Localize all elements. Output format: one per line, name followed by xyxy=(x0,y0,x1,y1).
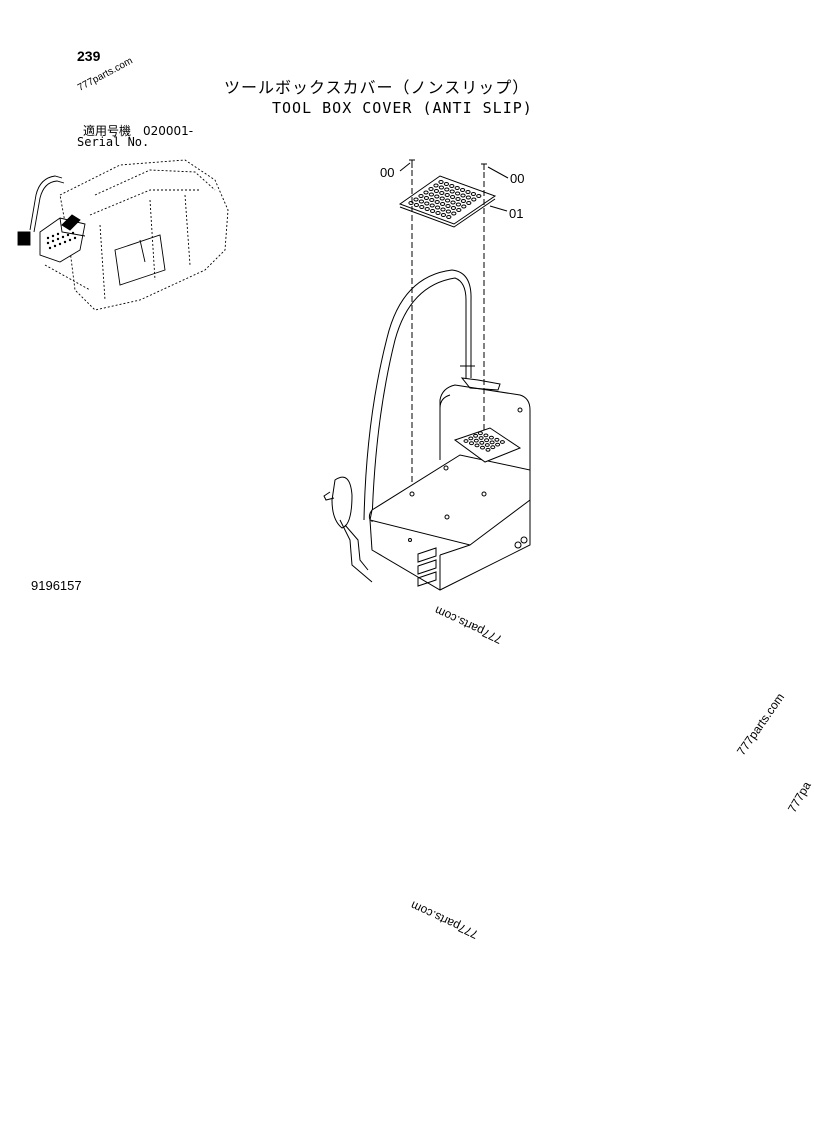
plate-hole xyxy=(473,433,479,438)
plate-hole xyxy=(461,204,467,209)
plate-hole xyxy=(476,194,482,198)
plate-hole xyxy=(460,193,466,198)
plate-hole xyxy=(438,185,444,190)
plate-hole xyxy=(423,190,429,195)
plate-hole xyxy=(418,194,424,198)
plate-hole xyxy=(440,213,446,217)
plate-hole xyxy=(434,200,440,204)
plate-hole xyxy=(435,211,441,215)
plate-hole xyxy=(499,440,505,444)
plate-hole xyxy=(429,203,435,208)
plate-hole xyxy=(451,211,457,216)
plate-hole xyxy=(446,215,452,219)
plate-hole xyxy=(445,198,451,203)
plate-hole xyxy=(469,441,474,446)
plate-hole xyxy=(430,209,436,213)
plate-hole xyxy=(460,199,466,203)
plate-hole xyxy=(450,206,456,210)
plate-hole xyxy=(418,199,424,204)
plate-hole xyxy=(463,439,469,443)
small-anti-slip-plate-holes xyxy=(463,431,505,452)
plate-hole xyxy=(413,197,419,202)
plate-hole xyxy=(433,183,439,188)
plate-hole xyxy=(488,435,494,440)
plate-hole xyxy=(466,201,472,205)
plate-hole xyxy=(428,192,434,197)
plate-hole xyxy=(465,190,471,194)
plate-hole xyxy=(474,443,480,448)
plate-hole xyxy=(454,186,460,190)
plate-hole xyxy=(450,195,456,199)
plate-hole xyxy=(424,207,430,211)
serial-label-english: Serial No. xyxy=(77,135,150,149)
plate-hole xyxy=(424,201,430,206)
plate-hole xyxy=(439,191,445,195)
plate-hole xyxy=(484,438,490,443)
plate-hole xyxy=(408,201,414,205)
plate-hole xyxy=(445,204,451,208)
plate-hole xyxy=(445,209,451,214)
callout-cover[interactable]: 01 xyxy=(509,206,524,221)
plate-hole xyxy=(455,191,461,196)
plate-hole xyxy=(449,184,455,188)
callout-bolt-right[interactable]: 00 xyxy=(510,171,525,186)
plate-hole xyxy=(433,189,439,193)
plate-hole xyxy=(468,436,474,441)
callout-bolt-left[interactable]: 00 xyxy=(380,165,395,180)
plate-hole xyxy=(465,195,471,200)
plate-hole xyxy=(494,437,500,442)
plate-hole xyxy=(471,197,477,202)
plate-hole xyxy=(443,182,449,186)
anti-slip-plate-holes xyxy=(408,180,482,219)
plate-hole xyxy=(439,196,445,201)
plate-hole xyxy=(438,180,444,184)
plate-hole xyxy=(449,189,455,194)
plate-hole xyxy=(434,194,440,199)
diagram-id: 9196157 xyxy=(31,578,82,593)
plate-hole xyxy=(485,447,491,452)
plate-hole xyxy=(479,440,485,445)
plate-hole xyxy=(480,445,485,450)
plate-hole xyxy=(435,205,441,210)
plate-hole xyxy=(473,438,479,443)
plate-hole xyxy=(440,202,446,206)
plate-hole xyxy=(450,200,456,205)
plate-hole xyxy=(490,445,496,450)
plate-hole xyxy=(419,205,425,209)
title-english: TOOL BOX COVER (ANTI SLIP) xyxy=(272,99,533,117)
plate-hole xyxy=(484,443,490,447)
plate-hole xyxy=(455,197,461,201)
plate-hole xyxy=(423,196,429,200)
plate-hole xyxy=(440,207,446,212)
plate-hole xyxy=(413,203,419,207)
serial-range-japanese: 適用号機 020001- xyxy=(83,124,194,138)
plate-hole xyxy=(495,442,501,447)
plate-hole xyxy=(483,433,489,438)
plate-hole xyxy=(429,198,435,202)
page-number: 239 xyxy=(77,48,101,64)
title-japanese: ツールボックスカバー（ノンスリップ） xyxy=(224,78,530,97)
plate-hole xyxy=(428,187,434,191)
plate-hole xyxy=(477,431,483,436)
plate-hole xyxy=(444,193,450,197)
plate-hole xyxy=(478,436,484,440)
plate-hole xyxy=(489,440,495,445)
plate-hole xyxy=(455,202,461,207)
plate-hole xyxy=(470,192,476,196)
plate-hole xyxy=(460,188,466,192)
plate-hole xyxy=(444,187,450,192)
plate-hole xyxy=(456,208,462,212)
